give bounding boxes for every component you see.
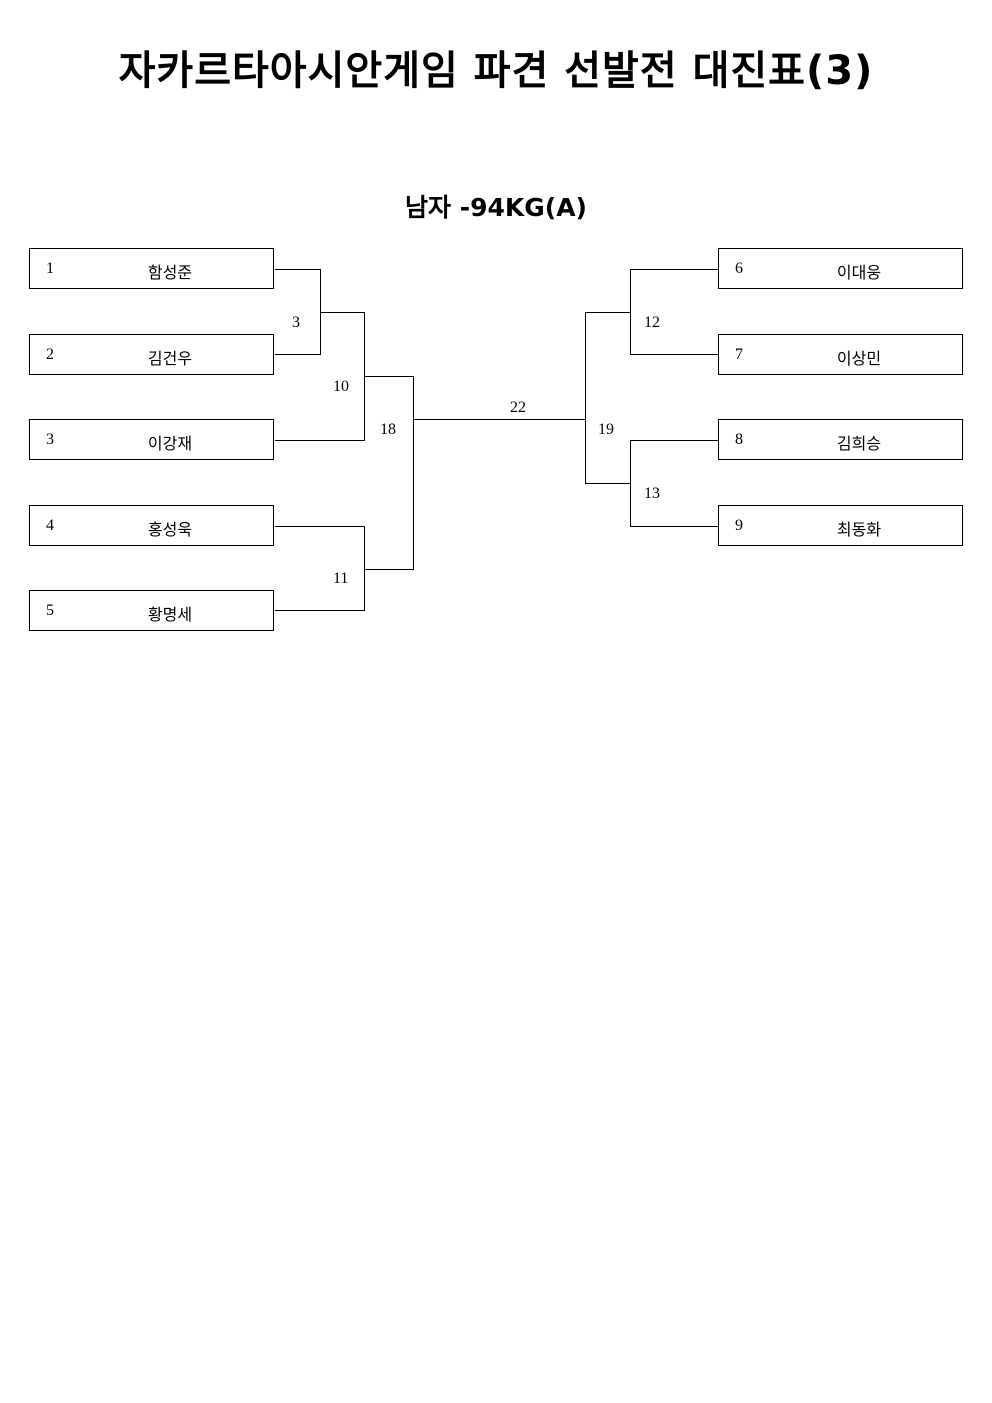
bracket-line [585,312,586,484]
weight-class-title: 남자 -94KG(A) [405,193,587,222]
bracket-line [364,526,365,611]
entry-seed: 8 [735,431,743,448]
entry-box-3: 3 이강재 [29,419,274,460]
entry-box-4: 4 홍성욱 [29,505,274,546]
entry-name: 이상민 [836,349,882,368]
entry-box-7: 7 이상민 [718,334,963,375]
entry-name: 최동화 [836,520,882,539]
entry-box-8: 8 김희승 [718,419,963,460]
entry-name: 홍성욱 [147,520,193,539]
entry-seed: 9 [735,517,743,534]
page-title: 자카르타아시안게임 파견 선발전 대진표(3) [118,48,874,94]
entry-name: 김건우 [147,349,193,368]
bracket-line [275,610,364,611]
entry-box-1: 1 함성준 [29,248,274,289]
entry-seed: 3 [46,431,54,448]
bracket-line [585,312,630,313]
bracket-line [275,526,364,527]
bracket-line [413,376,414,570]
bracket-line [630,526,718,527]
bracket-line [275,269,320,270]
bracket-line [630,354,718,355]
bracket-line [320,312,364,313]
match-number-22: 22 [510,399,526,416]
bracket-line [630,440,718,441]
entry-seed: 4 [46,517,54,534]
match-number-12: 12 [644,314,660,331]
bracket-line [630,440,631,527]
entry-name: 김희승 [836,434,882,453]
bracket-line [275,354,320,355]
match-number-18: 18 [380,421,396,438]
match-number-13: 13 [644,485,660,502]
entry-box-2: 2 김건우 [29,334,274,375]
bracket-line [630,269,718,270]
entry-name: 황명세 [147,605,193,624]
bracket-line [364,376,413,377]
entry-seed: 7 [735,346,743,363]
entry-seed: 2 [46,346,54,363]
bracket-line [275,440,364,441]
entry-name: 함성준 [147,263,193,282]
bracket-line [585,483,630,484]
match-number-3: 3 [292,314,300,331]
match-number-10: 10 [333,378,349,395]
bracket-line [630,269,631,355]
entry-seed: 5 [46,602,54,619]
entry-name: 이대웅 [836,263,882,282]
entry-box-6: 6 이대웅 [718,248,963,289]
bracket-line [364,569,413,570]
match-number-11: 11 [333,570,349,587]
entry-name: 이강재 [147,434,193,453]
entry-seed: 1 [46,260,54,277]
bracket-line [413,419,585,420]
match-number-19: 19 [598,421,614,438]
entry-seed: 6 [735,260,743,277]
entry-box-5: 5 황명세 [29,590,274,631]
entry-box-9: 9 최동화 [718,505,963,546]
